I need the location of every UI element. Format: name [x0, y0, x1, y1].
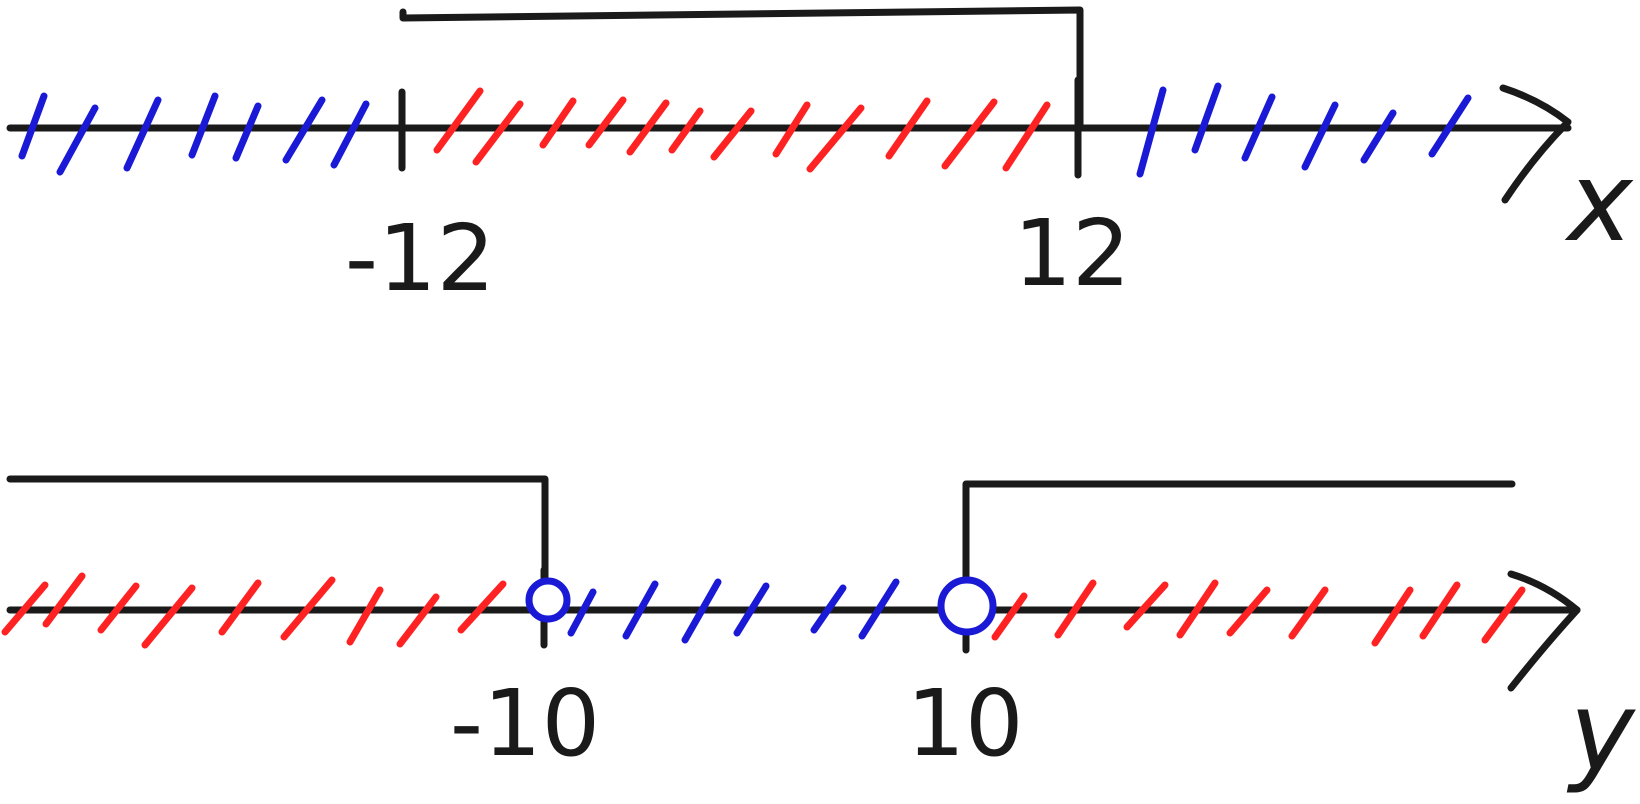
y-excluded-hatching	[567, 578, 900, 644]
y-solution-hatching-left	[1, 572, 507, 649]
x-axis-variable-label: x	[1564, 138, 1634, 266]
y-open-endpoint-left	[525, 577, 571, 623]
y-number-line: y -10 10	[1, 475, 1636, 796]
x-boundary-label-right: 12	[1013, 200, 1130, 307]
x-solution-hatching	[433, 87, 1051, 173]
x-excluded-hatching-left	[18, 92, 370, 176]
x-solution-bracket	[399, 6, 1084, 132]
y-axis-variable-label: y	[1566, 668, 1636, 796]
y-boundary-label-left: -10	[450, 670, 600, 777]
x-axis-arrowhead	[1499, 84, 1572, 204]
y-solution-hatching-right	[991, 579, 1526, 647]
y-boundary-label-right: 10	[906, 670, 1023, 777]
y-solution-bracket-right	[962, 480, 1516, 609]
x-number-line: x -12 12	[6, 6, 1634, 312]
x-excluded-hatching-right	[1136, 82, 1472, 178]
x-boundary-label-left: -12	[345, 205, 495, 312]
y-axis-arrowhead	[1507, 570, 1581, 692]
y-solution-bracket-left	[6, 475, 549, 609]
y-open-endpoint-right	[937, 576, 997, 636]
